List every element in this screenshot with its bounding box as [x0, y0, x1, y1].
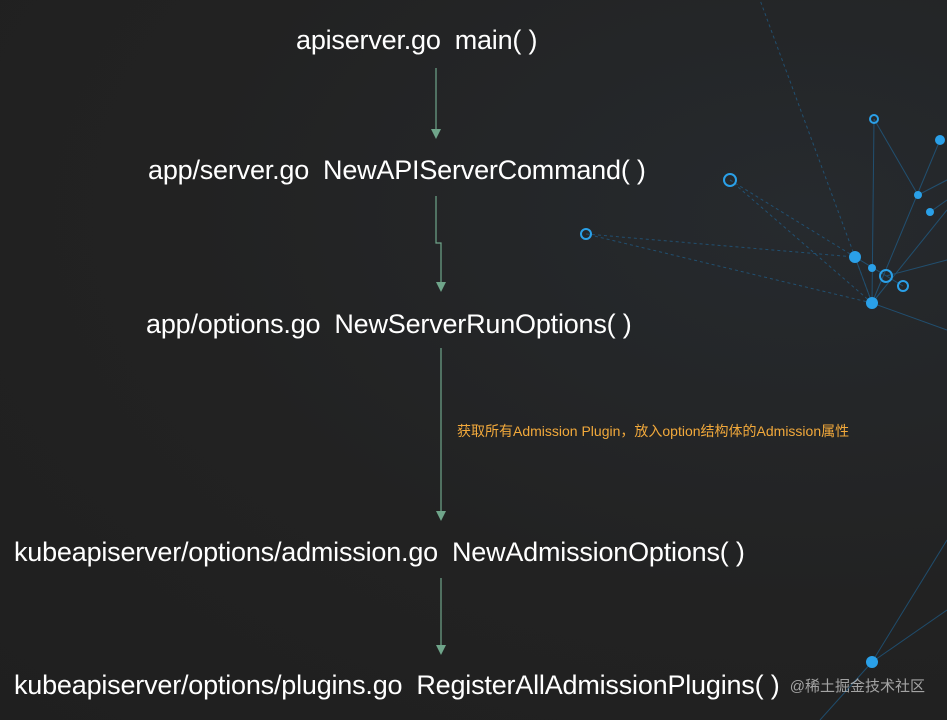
arrow-2-to-3 [435, 196, 446, 292]
node-file-label: app/server.go [148, 155, 310, 185]
node-file-label: app/options.go [146, 309, 321, 339]
flow-node-options: app/options.go NewServerRunOptions( ) [146, 311, 632, 338]
watermark: @稀土掘金技术社区 [789, 678, 925, 695]
arrow-annotation: 获取所有Admission Plugin，放入option结构体的Admissi… [457, 423, 850, 439]
node-function-label: main( ) [454, 25, 538, 55]
node-function-label: RegisterAllAdmissionPlugins( ) [416, 670, 780, 700]
node-function-label: NewServerRunOptions( ) [334, 309, 632, 339]
flow-node-admission: kubeapiserver/options/admission.go NewAdm… [14, 539, 745, 566]
flow-node-main: apiserver.go main( ) [296, 25, 538, 55]
node-file-label: kubeapiserver/options/admission.go [14, 537, 438, 567]
node-function-label: NewAdmissionOptions( ) [451, 537, 745, 567]
node-function-label: NewAPIServerCommand( ) [323, 155, 646, 185]
flow-node-plugins: kubeapiserver/options/plugins.go Register… [14, 672, 780, 699]
node-file-label: apiserver.go [296, 25, 441, 55]
node-file-label: kubeapiserver/options/plugins.go [14, 670, 403, 700]
flow-node-server: app/server.go NewAPIServerCommand( ) [148, 157, 646, 184]
